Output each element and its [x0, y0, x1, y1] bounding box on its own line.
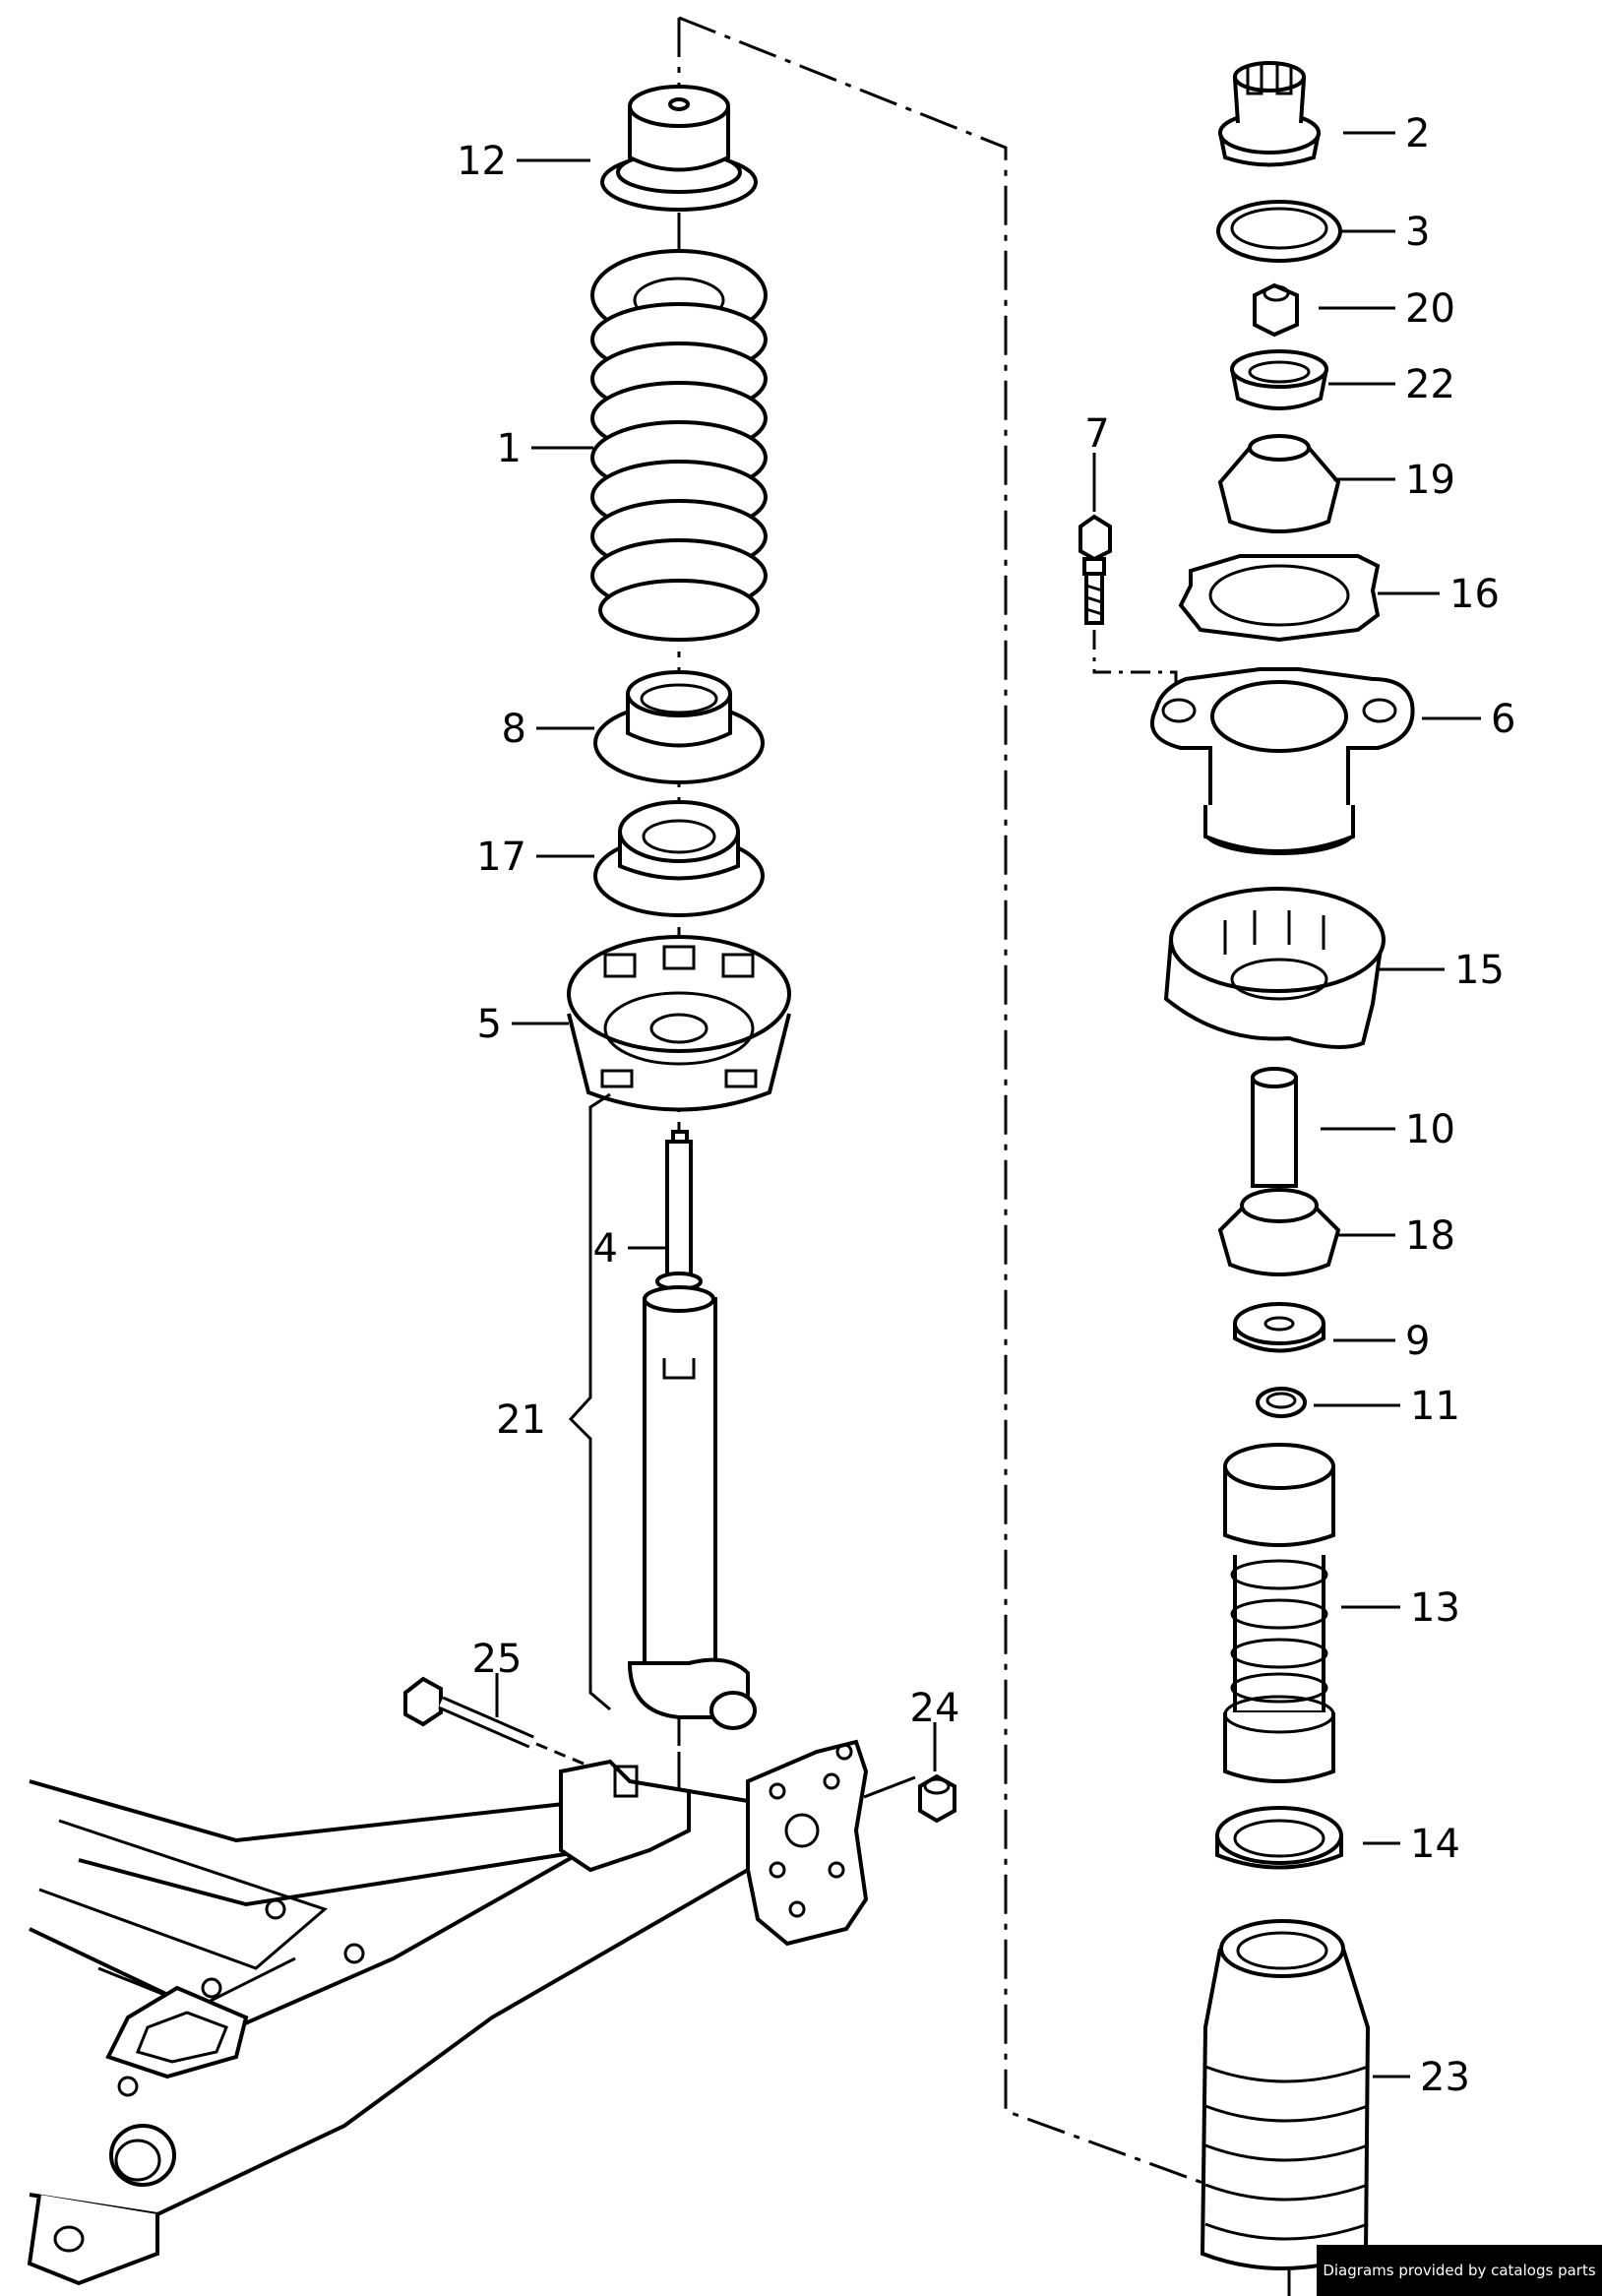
callout-label-24: 24 — [910, 1686, 960, 1731]
callout-label-2: 2 — [1405, 111, 1430, 156]
callout-label-7: 7 — [1084, 411, 1109, 457]
part-24-nut — [918, 1773, 956, 1824]
bracket-21 — [568, 1092, 611, 1711]
callout-label-20: 20 — [1405, 286, 1455, 332]
part-15-lower-mount — [1163, 887, 1386, 1049]
callout-label-6: 6 — [1491, 697, 1515, 742]
callout-label-25: 25 — [472, 1637, 523, 1682]
callout-label-4: 4 — [593, 1226, 618, 1272]
part-6-strut-mount — [1150, 667, 1415, 855]
callout-label-19: 19 — [1405, 458, 1455, 503]
part-21-shock-absorber — [627, 1130, 757, 1730]
callout-label-12: 12 — [457, 139, 507, 184]
callout-label-23: 23 — [1420, 2055, 1470, 2100]
alignment-dash-line — [678, 16, 1291, 2296]
part-5-spring-cup — [567, 935, 791, 1112]
callout-label-11: 11 — [1410, 1384, 1460, 1429]
part-19-bump-stop — [1217, 434, 1341, 533]
rear-axle-beam — [27, 1739, 869, 2286]
callout-label-5: 5 — [477, 1002, 502, 1047]
callout-group: 1218175421252423202219716615101891113142… — [457, 111, 1515, 2100]
callout-label-10: 10 — [1405, 1107, 1455, 1152]
part-25-bolt — [403, 1676, 591, 1769]
part-3-washer — [1216, 200, 1342, 263]
diagram-credit: Diagrams provided by catalogs parts — [1317, 2245, 1602, 2296]
callout-label-18: 18 — [1405, 1213, 1455, 1259]
leader-24-dash — [863, 1775, 916, 1799]
part-20-nut — [1253, 282, 1299, 338]
part-8-bump-ring — [593, 670, 765, 784]
callout-label-8: 8 — [502, 707, 526, 752]
callout-label-15: 15 — [1454, 948, 1505, 993]
part-23-protective-boot — [1200, 1919, 1371, 2270]
callout-label-14: 14 — [1410, 1822, 1460, 1867]
callout-label-17: 17 — [476, 835, 526, 880]
part-7-bolt — [1078, 514, 1112, 625]
callout-label-22: 22 — [1405, 362, 1455, 407]
callout-label-9: 9 — [1405, 1319, 1430, 1364]
callout-label-1: 1 — [497, 426, 522, 471]
part-18-bump-stop — [1217, 1188, 1341, 1276]
part-12-spring-seat — [600, 85, 758, 212]
part-1-coil-spring — [590, 249, 768, 642]
part-10-sleeve — [1251, 1067, 1298, 1188]
part-9-washer — [1233, 1302, 1325, 1353]
part-16-gasket — [1178, 554, 1381, 643]
part-17-seal-ring — [593, 800, 765, 917]
alignment-dash-bolt — [1092, 630, 1178, 704]
callout-label-3: 3 — [1405, 210, 1430, 255]
part-11-ring — [1256, 1387, 1307, 1418]
part-14-ring — [1215, 1806, 1343, 1870]
part-2-top-nut — [1218, 61, 1321, 167]
part-22-cup — [1230, 349, 1328, 410]
part-13-bump-stop — [1223, 1443, 1335, 1783]
callout-label-16: 16 — [1449, 572, 1500, 617]
callout-label-13: 13 — [1410, 1585, 1460, 1631]
callout-label-21: 21 — [496, 1397, 546, 1443]
